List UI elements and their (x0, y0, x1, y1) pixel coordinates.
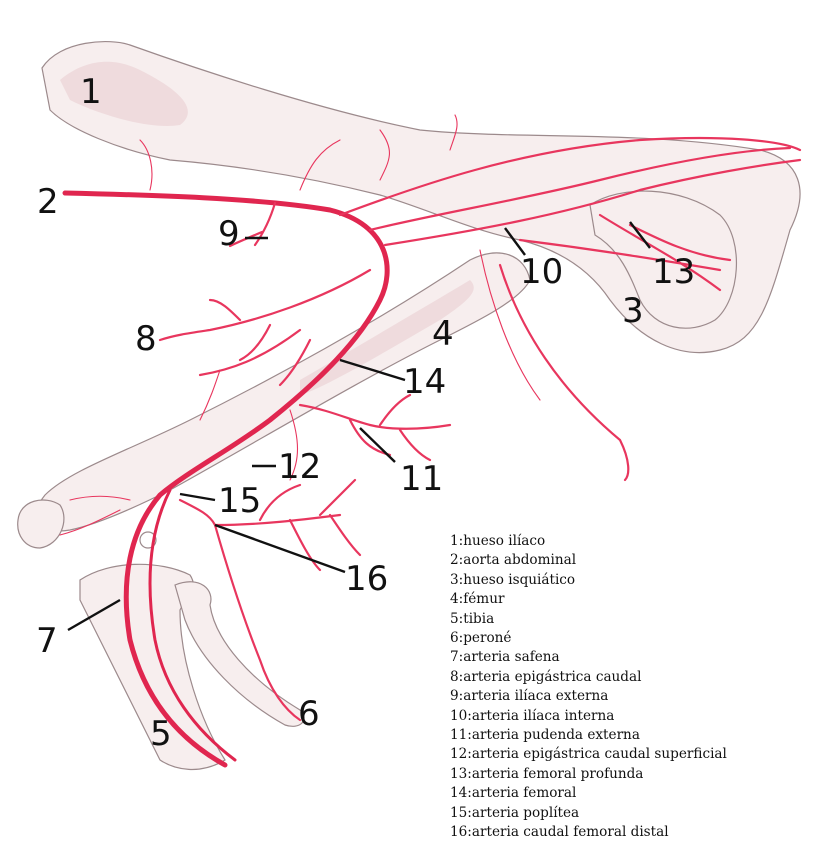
legend-item: 16:arteria caudal femoral distal (450, 823, 727, 842)
callout-13: 13 (652, 252, 695, 292)
legend-item: 9:arteria ilíaca externa (450, 687, 727, 706)
callout-6: 6 (298, 694, 320, 734)
callout-7: 7 (36, 621, 58, 661)
legend-item: 5:tibia (450, 610, 727, 629)
external-pudendal-artery (300, 395, 450, 460)
legend-item: 1:hueso ilíaco (450, 532, 727, 551)
legend-item: 11:arteria pudenda externa (450, 726, 727, 745)
callout-4: 4 (432, 314, 454, 354)
legend-item: 13:arteria femoral profunda (450, 765, 727, 784)
callout-8: 8 (135, 319, 157, 359)
legend-item: 2:aorta abdominal (450, 551, 727, 570)
callout-12: 12 (278, 447, 321, 487)
legend-item: 4:fémur (450, 590, 727, 609)
callout-2: 2 (37, 182, 59, 222)
legend-item: 6:peroné (450, 629, 727, 648)
legend-item: 10:arteria ilíaca interna (450, 707, 727, 726)
callout-10: 10 (520, 252, 563, 292)
legend-item: 14:arteria femoral (450, 784, 727, 803)
legend-item: 12:arteria epigástrica caudal superficia… (450, 745, 727, 764)
callout-3: 3 (622, 291, 644, 331)
callout-11: 11 (400, 459, 443, 499)
callout-1: 1 (80, 72, 102, 112)
legend-item: 7:arteria safena (450, 648, 727, 667)
legend-item: 15:arteria poplítea (450, 804, 727, 823)
legend: 1:hueso ilíaco 2:aorta abdominal 3:hueso… (450, 532, 727, 843)
callout-16: 16 (345, 559, 388, 599)
callout-14: 14 (403, 362, 446, 402)
callout-9: 9 (218, 214, 240, 254)
callout-15: 15 (218, 481, 261, 521)
callout-5: 5 (150, 714, 172, 754)
legend-item: 8:arteria epigástrica caudal (450, 668, 727, 687)
legend-item: 3:hueso isquiático (450, 571, 727, 590)
